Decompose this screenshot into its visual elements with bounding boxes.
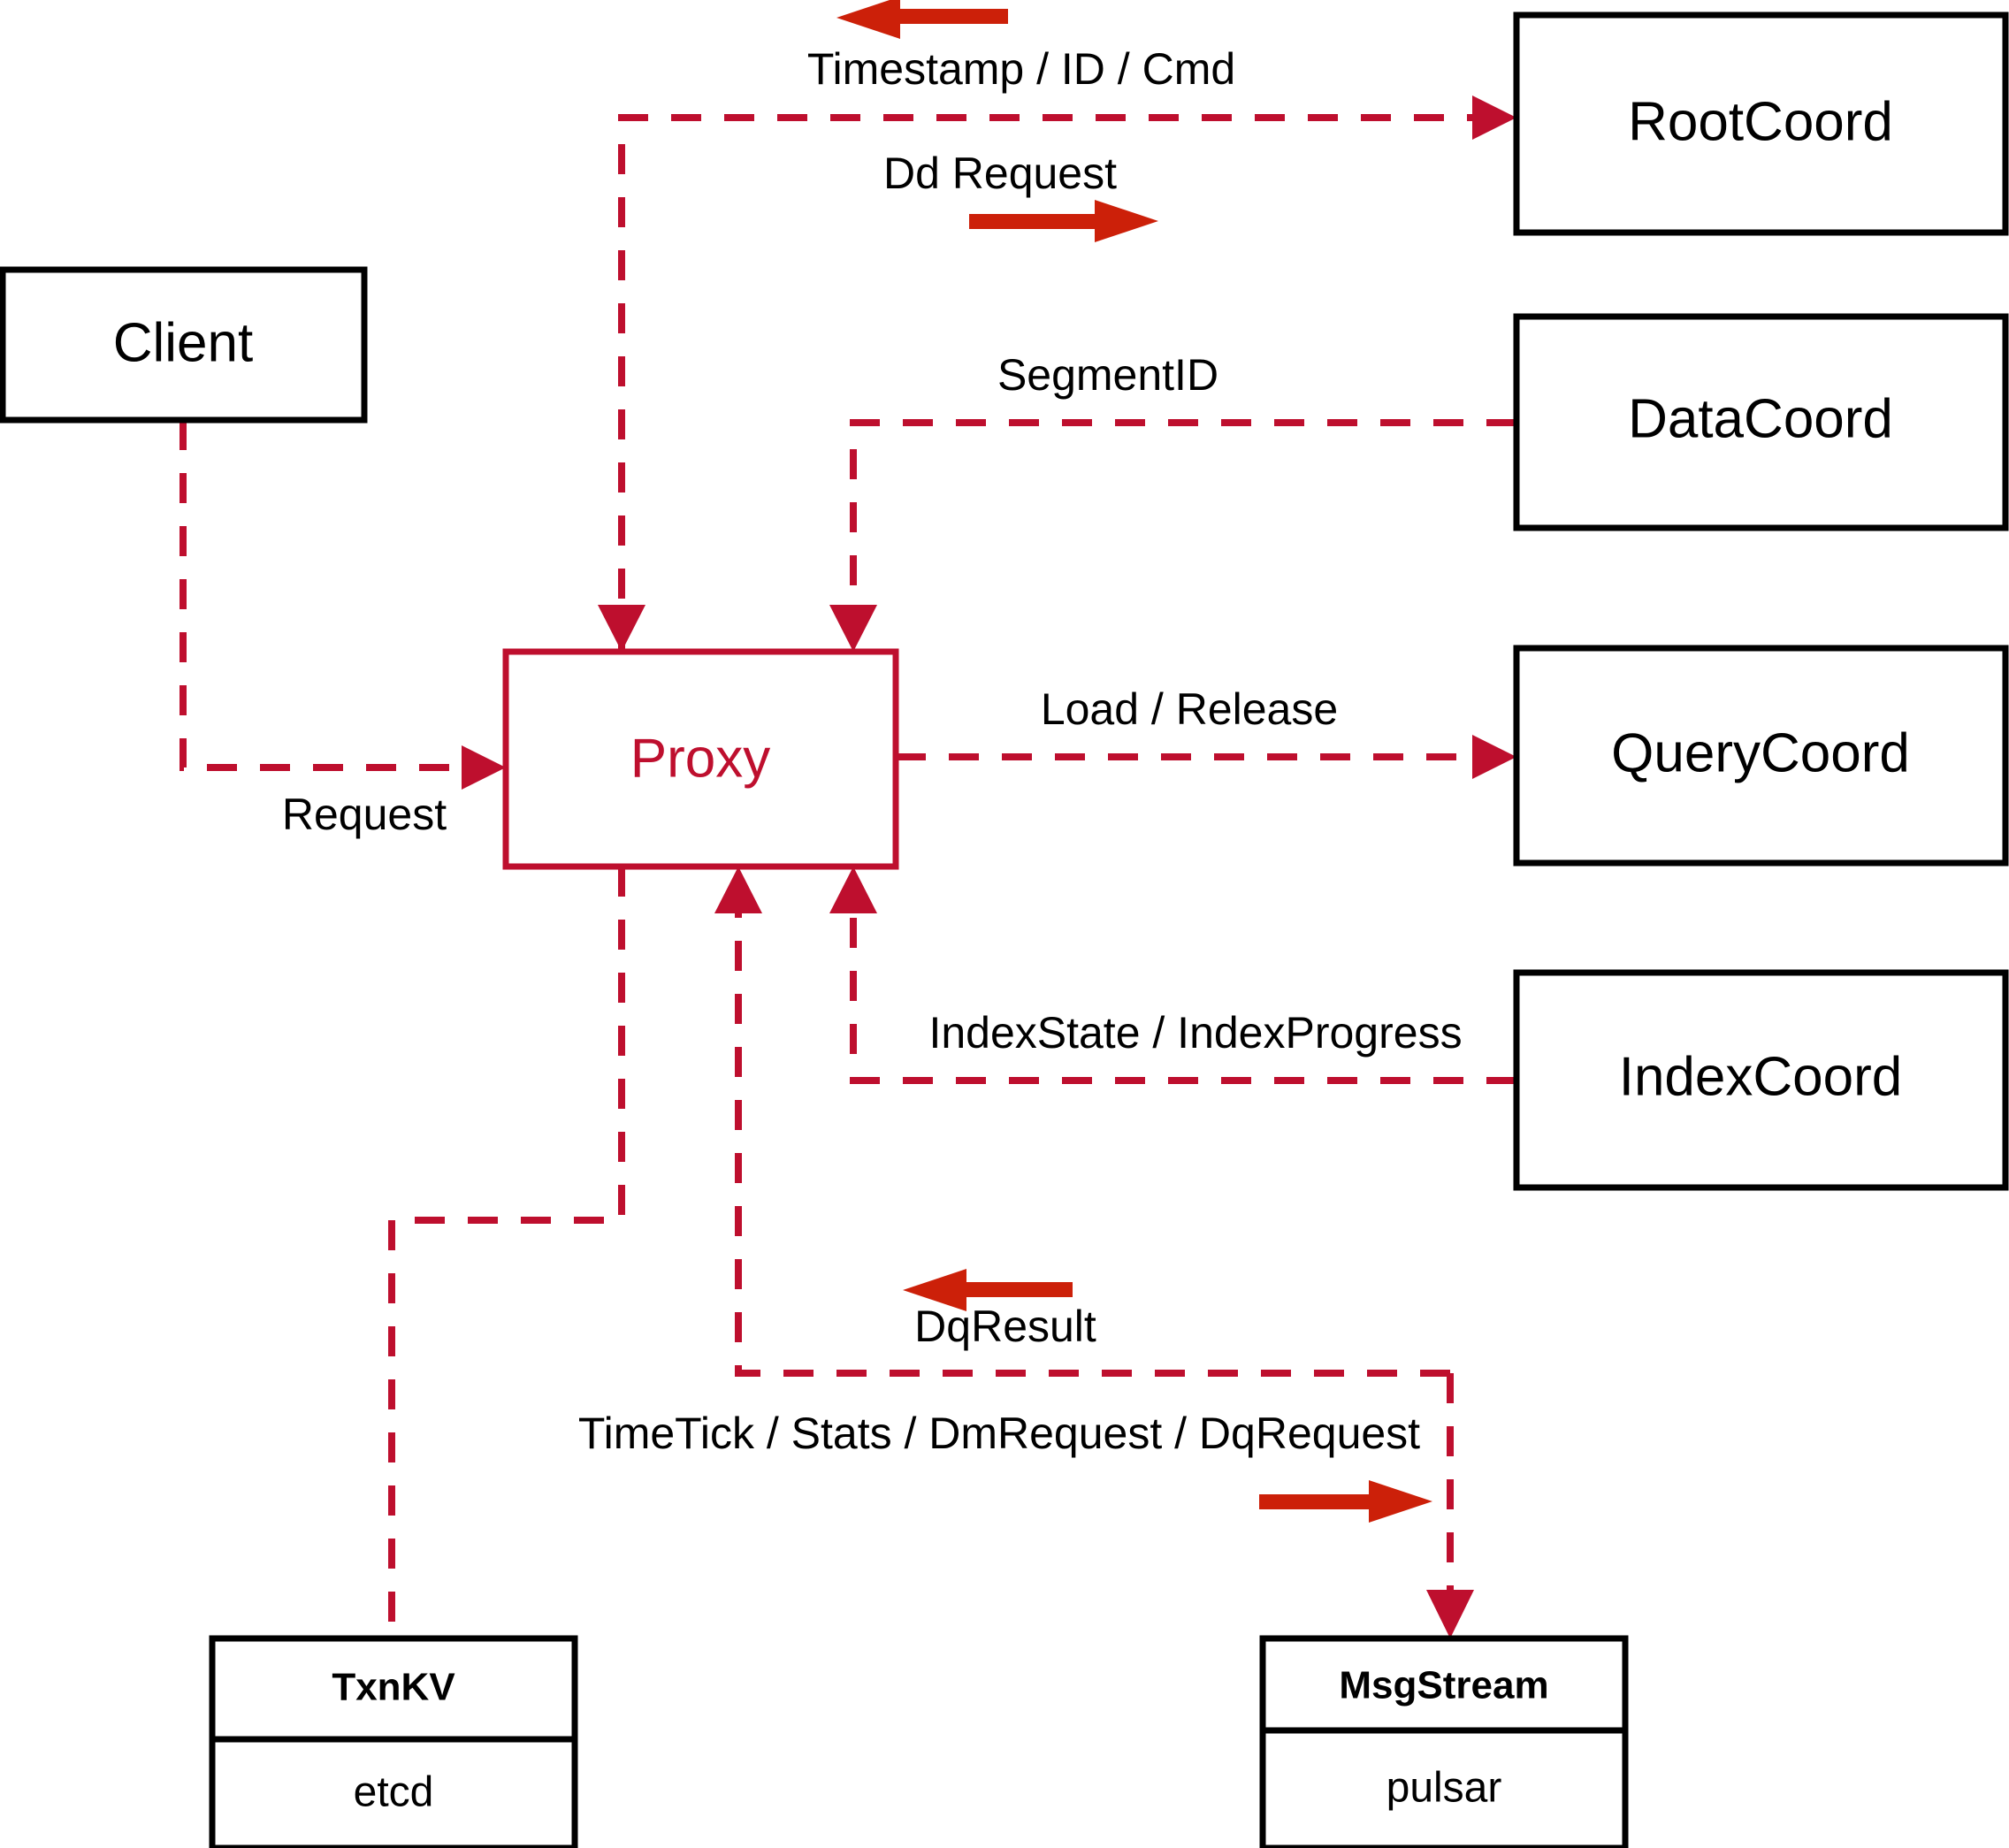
bold-arrow-left-dq-result: [903, 1269, 1073, 1311]
edge-label-index-state: IndexState / IndexProgress: [928, 1008, 1462, 1058]
node-client-label: Client: [113, 312, 254, 373]
edge-request-arrowhead: [462, 745, 506, 790]
edge-txnkv-link-line: [388, 867, 625, 1638]
node-client-box[interactable]: [0, 266, 368, 424]
edge-request-line: [180, 420, 485, 771]
node-datacoord[interactable]: DataCoord: [1513, 313, 2009, 531]
edge-index-state-line: [850, 889, 1516, 1084]
node-msgstream[interactable]: MsgStream pulsar: [1259, 1635, 1629, 1848]
edge-label-dq-result: DqResult: [914, 1302, 1096, 1351]
node-querycoord-box[interactable]: [1513, 645, 2009, 867]
edge-dq-result-arrowhead: [714, 867, 762, 913]
edge-dd-request-arrowhead: [1472, 95, 1516, 140]
edge-index-state: [829, 867, 1516, 1084]
edge-label-segment-id: SegmentID: [997, 350, 1218, 400]
node-indexcoord-box[interactable]: [1513, 969, 2009, 1191]
node-rootcoord-label: RootCoord: [1628, 91, 1893, 152]
node-rootcoord-box[interactable]: [1513, 11, 2009, 236]
node-proxy-box[interactable]: [502, 648, 899, 870]
node-txnkv-sublabel: etcd: [354, 1769, 434, 1816]
node-msgstream-label: MsgStream: [1339, 1664, 1548, 1707]
edge-timetick-stats: [1426, 1373, 1474, 1638]
node-txnkv[interactable]: TxnKV etcd: [209, 1635, 578, 1848]
edge-load-release-arrowhead: [1472, 735, 1516, 779]
edge-load-release: [896, 735, 1516, 779]
edge-timetick-stats-arrowhead: [1426, 1590, 1474, 1638]
edge-segment-id: [829, 419, 1516, 652]
node-msgstream-sublabel: pulsar: [1386, 1765, 1502, 1812]
node-querycoord-label: QueryCoord: [1611, 722, 1910, 783]
bold-arrow-right-timetick: [1259, 1480, 1432, 1523]
node-datacoord-label: DataCoord: [1628, 388, 1893, 449]
edge-label-timetick-stats: TimeTick / Stats / DmRequest / DqRequest: [578, 1409, 1420, 1458]
node-datacoord-box[interactable]: [1513, 313, 2009, 531]
node-client[interactable]: Client: [0, 266, 368, 424]
edge-label-timestamp-id-cmd: Timestamp / ID / Cmd: [807, 44, 1235, 94]
edge-dd-request: [598, 95, 1516, 652]
node-proxy[interactable]: Proxy: [502, 648, 899, 870]
node-txnkv-label: TxnKV: [332, 1666, 455, 1709]
edge-request: [180, 420, 506, 790]
node-msgstream-box[interactable]: [1259, 1635, 1629, 1848]
node-rootcoord[interactable]: RootCoord: [1513, 11, 2009, 236]
edge-index-state-arrowhead: [829, 867, 877, 913]
node-proxy-label: Proxy: [630, 728, 770, 789]
edge-dd-request-line: [618, 114, 1494, 652]
edge-dq-result: [714, 867, 1450, 1377]
node-querycoord[interactable]: QueryCoord: [1513, 645, 2009, 867]
edge-label-load-release: Load / Release: [1041, 684, 1338, 734]
node-indexcoord-label: IndexCoord: [1619, 1046, 1903, 1107]
bold-arrow-left-timestamp: [836, 0, 1008, 39]
node-txnkv-box[interactable]: [209, 1635, 578, 1848]
edge-txnkv-link: [388, 867, 625, 1638]
edge-segment-id-line: [850, 419, 1516, 652]
bold-arrow-right-dd-request: [969, 200, 1158, 242]
edge-label-dd-request: Dd Request: [883, 149, 1117, 198]
edge-segment-id-arrowhead: [829, 605, 877, 652]
node-indexcoord[interactable]: IndexCoord: [1513, 969, 2009, 1191]
edge-label-request: Request: [282, 790, 447, 839]
edge-dd-request-proxy-arrowhead: [598, 605, 645, 652]
edge-dq-result-line: [735, 889, 1450, 1377]
